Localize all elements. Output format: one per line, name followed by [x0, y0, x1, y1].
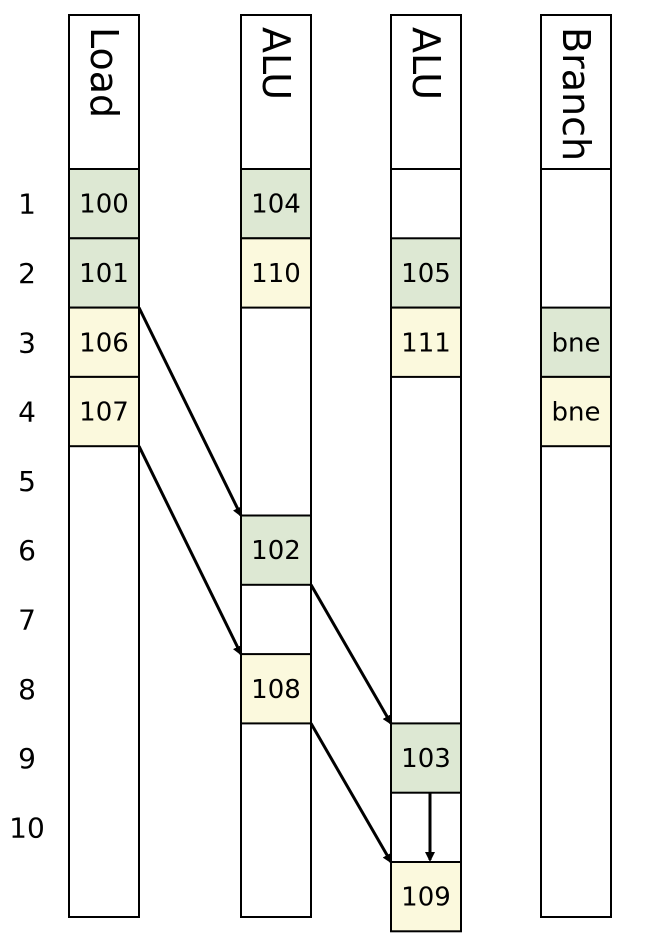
- instruction-cell: [390, 306, 462, 378]
- dependency-arrow: [309, 722, 393, 864]
- instruction-cell: [540, 375, 612, 448]
- unit-header: Load: [82, 27, 126, 118]
- unit-column-frame-4: [540, 14, 612, 918]
- instruction-label: 105: [401, 259, 451, 289]
- dependency-arrow: [137, 306, 243, 518]
- instruction-cell: [390, 861, 462, 933]
- instruction-cell: [240, 653, 312, 725]
- cycle-row-label: 2: [18, 257, 36, 290]
- cycle-row-label: 8: [18, 673, 36, 706]
- unit-column-frame-2: [240, 14, 312, 918]
- instruction-label: 104: [251, 190, 301, 220]
- instruction-cell: [390, 722, 462, 794]
- instruction-cell: [240, 514, 312, 586]
- instruction-cell: [68, 375, 140, 448]
- instruction-cell: [68, 237, 140, 309]
- cycle-row-label: 6: [18, 534, 36, 567]
- unit-header: ALU: [404, 27, 448, 100]
- instruction-label: 107: [79, 398, 129, 428]
- instruction-cell: [540, 306, 612, 378]
- instruction-label: 109: [401, 883, 451, 913]
- cycle-row-label: 7: [18, 603, 36, 636]
- instruction-label: bne: [552, 328, 601, 358]
- instruction-label: 106: [79, 328, 129, 358]
- dependency-arrow: [137, 445, 243, 656]
- cycle-row-label: 4: [18, 396, 36, 429]
- instruction-cell: [390, 237, 462, 309]
- cycle-row-label: 1: [18, 188, 36, 221]
- instruction-cell: [68, 306, 140, 378]
- cycle-row-label: 3: [18, 326, 36, 359]
- cycle-row-label: 9: [18, 742, 36, 775]
- unit-header: ALU: [254, 27, 298, 100]
- instruction-label: 102: [251, 536, 301, 566]
- instruction-label: 100: [79, 190, 129, 220]
- instruction-cell: [240, 168, 312, 240]
- dependency-arrow: [309, 584, 393, 726]
- instruction-label: 103: [401, 744, 451, 774]
- instruction-label: 111: [401, 328, 451, 358]
- instruction-cell: [68, 168, 140, 240]
- instruction-label: bne: [552, 398, 601, 428]
- unit-column-frame-1: [68, 14, 140, 918]
- unit-header: Branch: [554, 27, 598, 161]
- cycle-row-label: 10: [9, 811, 45, 844]
- instruction-label: 108: [251, 675, 301, 705]
- instruction-cell: [240, 237, 312, 309]
- instruction-label: 110: [251, 259, 301, 289]
- cycle-row-label: 5: [18, 465, 36, 498]
- instruction-label: 101: [79, 259, 129, 289]
